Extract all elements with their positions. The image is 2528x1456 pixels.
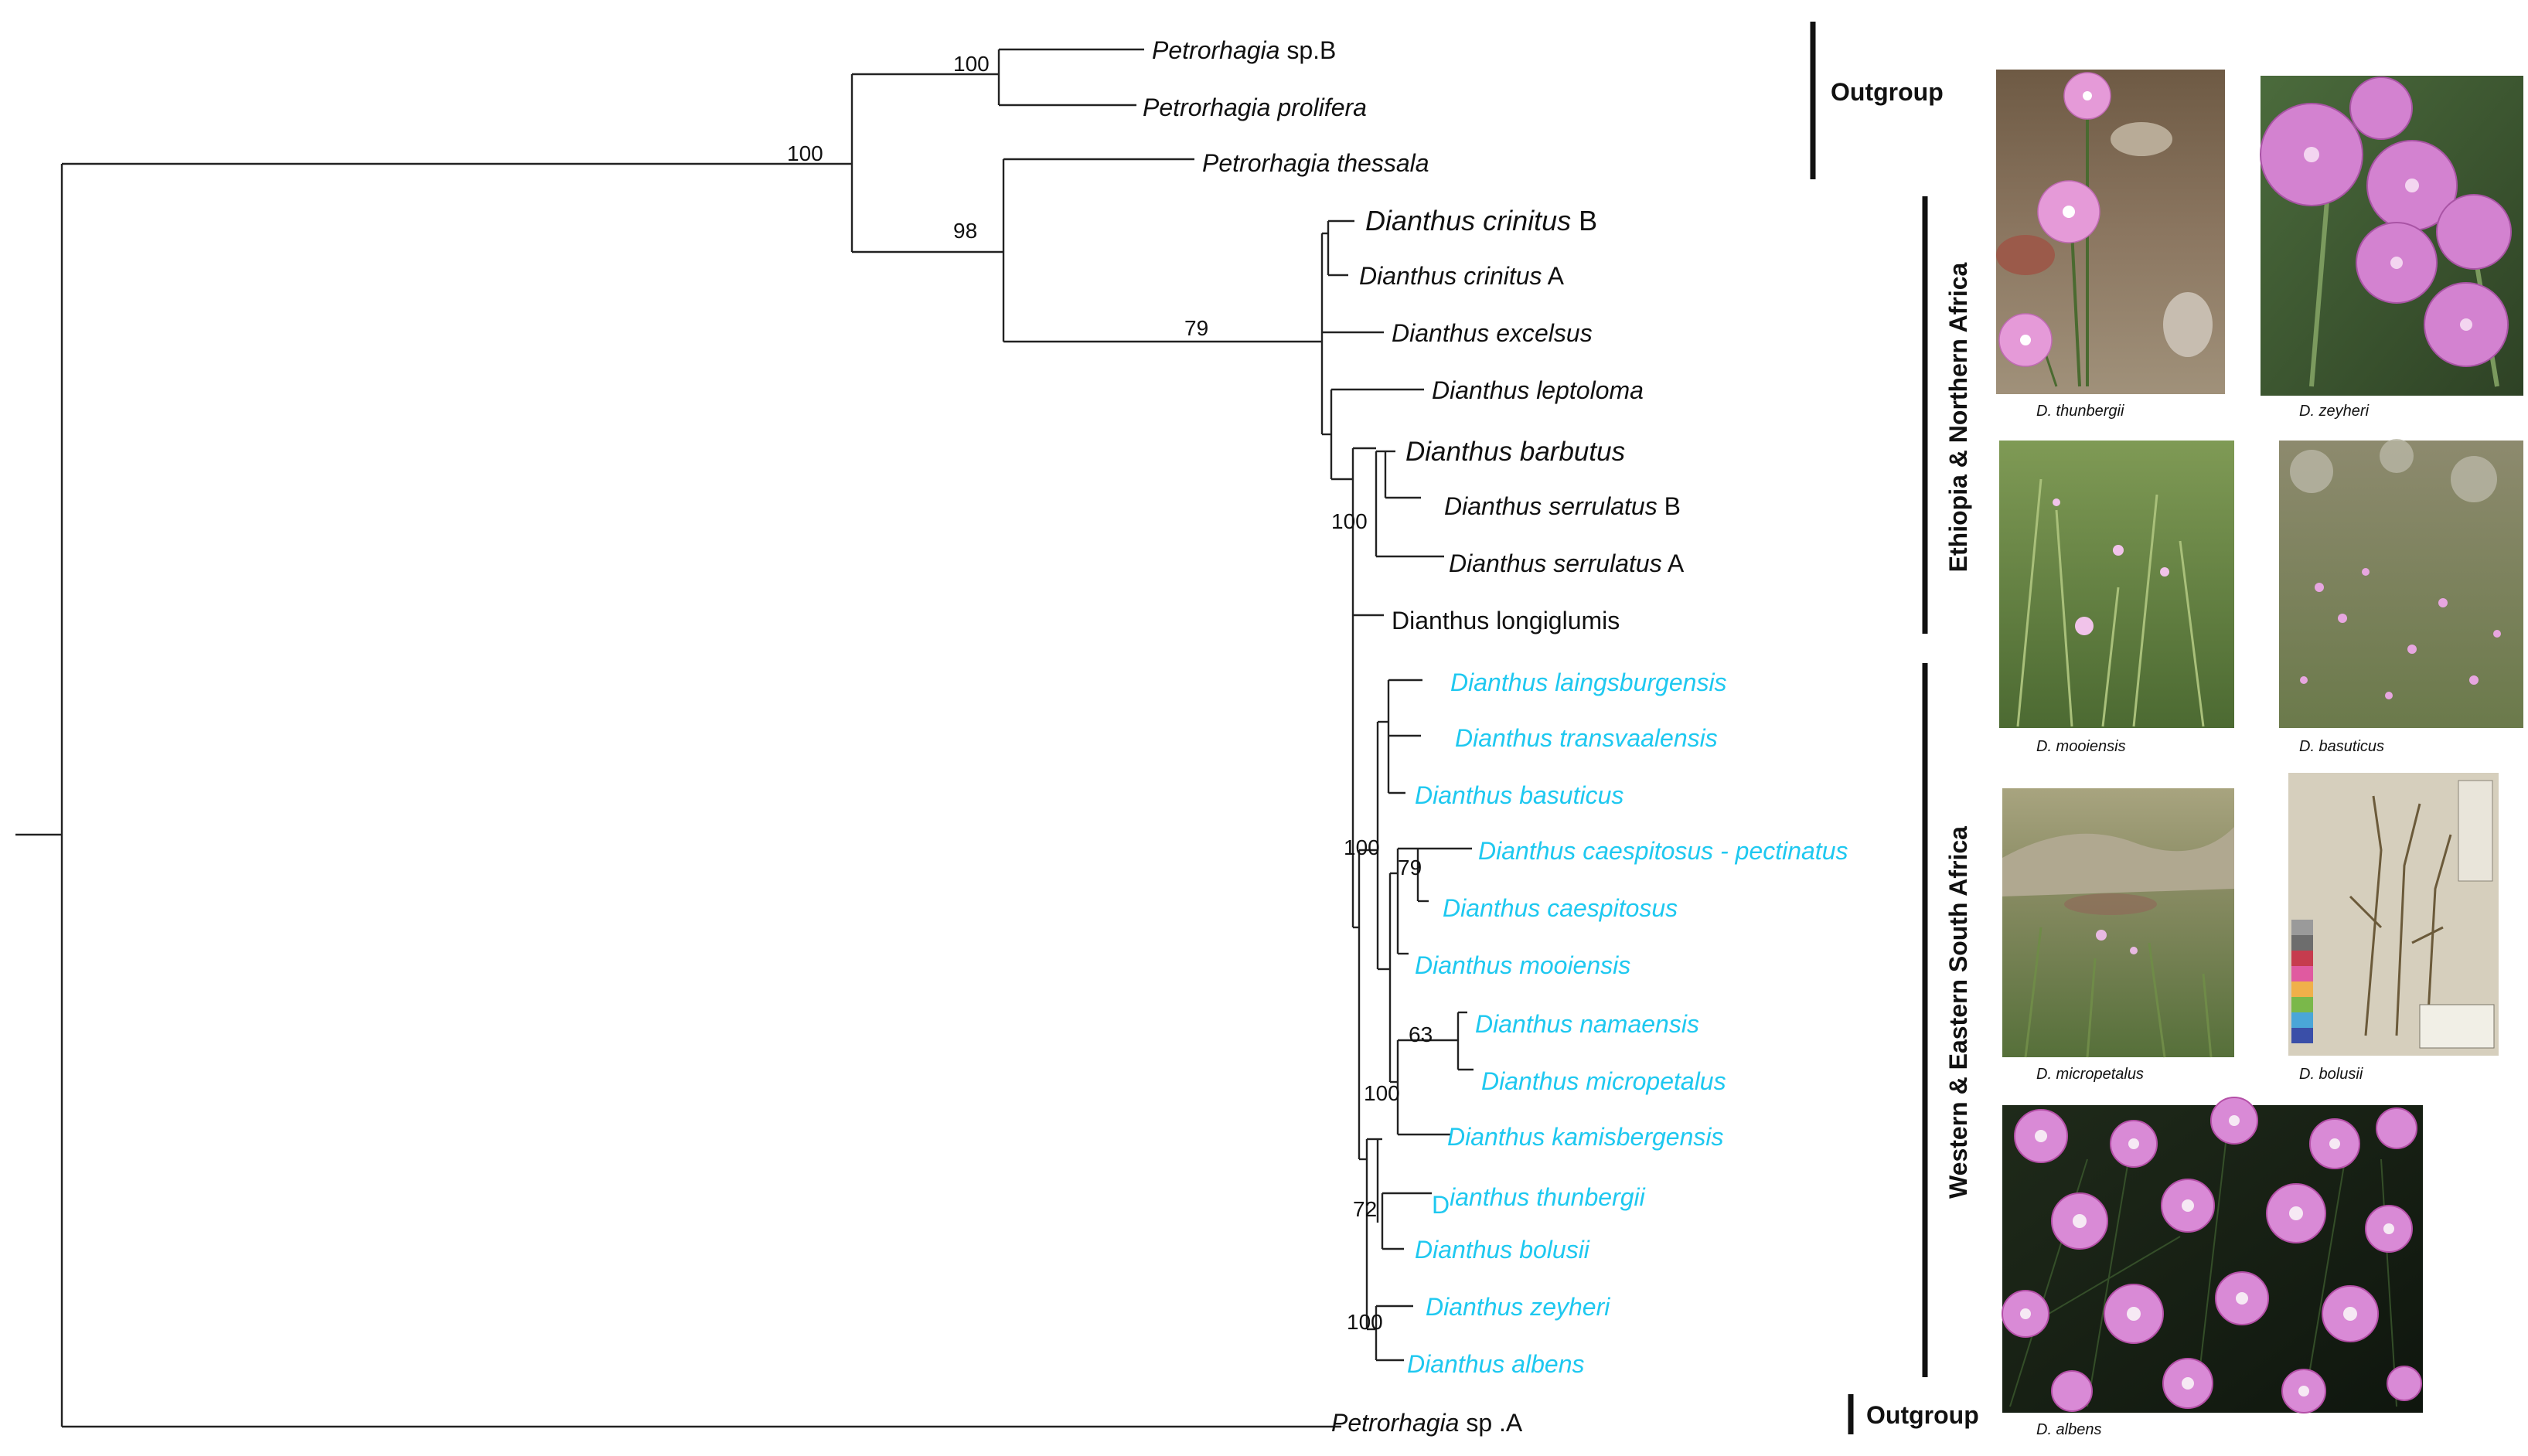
support-dianthus: 79 — [1184, 316, 1208, 340]
caption-thunbergii: D. thunbergii — [2036, 403, 2124, 420]
support-thunbergii-pair: 72 — [1353, 1197, 1377, 1221]
taxon-basuticus: Dianthus basuticus — [1415, 781, 1623, 809]
group-brackets: Outgroup Ethiopia & Northern Africa West… — [1810, 22, 1979, 1434]
photo-basuticus — [2279, 439, 2523, 728]
support-values: 100 100 98 79 100 100 79 63 100 72 100 — [787, 52, 1433, 1334]
support-namaensis-pair: 63 — [1409, 1022, 1433, 1046]
photo-zeyheri — [2260, 76, 2523, 396]
support-zeyheri-pair: 100 — [1347, 1310, 1383, 1334]
taxon-bolusii: Dianthus bolusii — [1415, 1236, 1590, 1264]
photo-thunbergii — [1996, 70, 2225, 394]
photo-panels: D. thunbergii D. zeyheri — [1996, 70, 2523, 1438]
outgroup-top-label: Outgroup — [1831, 78, 1944, 106]
taxon-petrorhagia-thessala: Petrorhagia thessala — [1202, 149, 1429, 177]
taxon-longiglumis: Dianthus longiglumis — [1392, 607, 1620, 634]
caption-micropetalus: D. micropetalus — [2036, 1066, 2144, 1083]
taxon-excelsus: Dianthus excelsus — [1392, 319, 1593, 347]
taxon-serrulatus-A: Dianthus serrulatus A — [1449, 549, 1685, 577]
caption-zeyheri: D. zeyheri — [2299, 403, 2370, 420]
taxon-petrorhagia-spB: Petrorhagia sp.B — [1152, 36, 1336, 64]
outgroup-bottom-label: Outgroup — [1866, 1401, 1979, 1429]
taxon-petrorhagia-spA: Petrorhagia sp .A — [1331, 1409, 1523, 1437]
photo-mooiensis — [1999, 441, 2234, 728]
taxon-leptoloma: Dianthus leptoloma — [1432, 376, 1644, 404]
ethiopia-label: Ethiopia & Northern Africa — [1944, 262, 1972, 572]
support-ethiopia-core: 100 — [1331, 509, 1368, 533]
south-africa-label: Western & Eastern South Africa — [1944, 826, 1972, 1199]
photo-bolusii — [2288, 773, 2499, 1056]
taxon-transvaalensis: Dianthus transvaalensis — [1455, 724, 1718, 752]
support-petrorhagia-pair: 100 — [953, 52, 990, 76]
taxon-serrulatus-B: Dianthus serrulatus B — [1444, 492, 1681, 520]
support-caespitosus-pair: 79 — [1398, 856, 1422, 879]
taxon-barbutus: Dianthus barbutus — [1405, 437, 1625, 467]
taxon-crinitus-A: Dianthus crinitus A — [1359, 262, 1565, 290]
taxon-namaensis: Dianthus namaensis — [1475, 1010, 1699, 1038]
caption-bolusii: D. bolusii — [2299, 1066, 2363, 1083]
taxon-thunbergii: Dianthus thunbergii — [1432, 1183, 1646, 1219]
support-south-africa: 100 — [1344, 835, 1380, 859]
support-root-split: 100 — [787, 141, 823, 165]
taxon-caespitosus-pectinatus: Dianthus caespitosus - pectinatus — [1478, 837, 1848, 865]
photo-micropetalus — [2002, 788, 2234, 1058]
taxon-mooiensis: Dianthus mooiensis — [1415, 951, 1630, 979]
taxon-laingsburgensis: Dianthus laingsburgensis — [1450, 668, 1727, 696]
taxon-kamisbergensis: Dianthus kamisbergensis — [1447, 1123, 1724, 1151]
photo-albens — [2002, 1097, 2423, 1413]
caption-basuticus: D. basuticus — [2299, 738, 2384, 755]
caption-albens: D. albens — [2036, 1421, 2102, 1438]
taxon-crinitus-B: Dianthus crinitus B — [1365, 205, 1597, 236]
caption-mooiensis: D. mooiensis — [2036, 738, 2126, 755]
taxon-albens: Dianthus albens — [1407, 1350, 1584, 1378]
taxon-zeyheri: Dianthus zeyheri — [1426, 1293, 1610, 1321]
taxon-caespitosus: Dianthus caespitosus — [1443, 894, 1678, 922]
support-ingroup: 98 — [953, 219, 977, 243]
tree-branches — [15, 48, 1474, 1428]
taxon-labels: Petrorhagia sp.B Petrorhagia prolifera P… — [1143, 36, 1848, 1437]
support-kamis-clade: 100 — [1364, 1081, 1400, 1105]
taxon-petrorhagia-prolifera: Petrorhagia prolifera — [1143, 94, 1367, 121]
taxon-micropetalus: Dianthus micropetalus — [1481, 1067, 1726, 1095]
